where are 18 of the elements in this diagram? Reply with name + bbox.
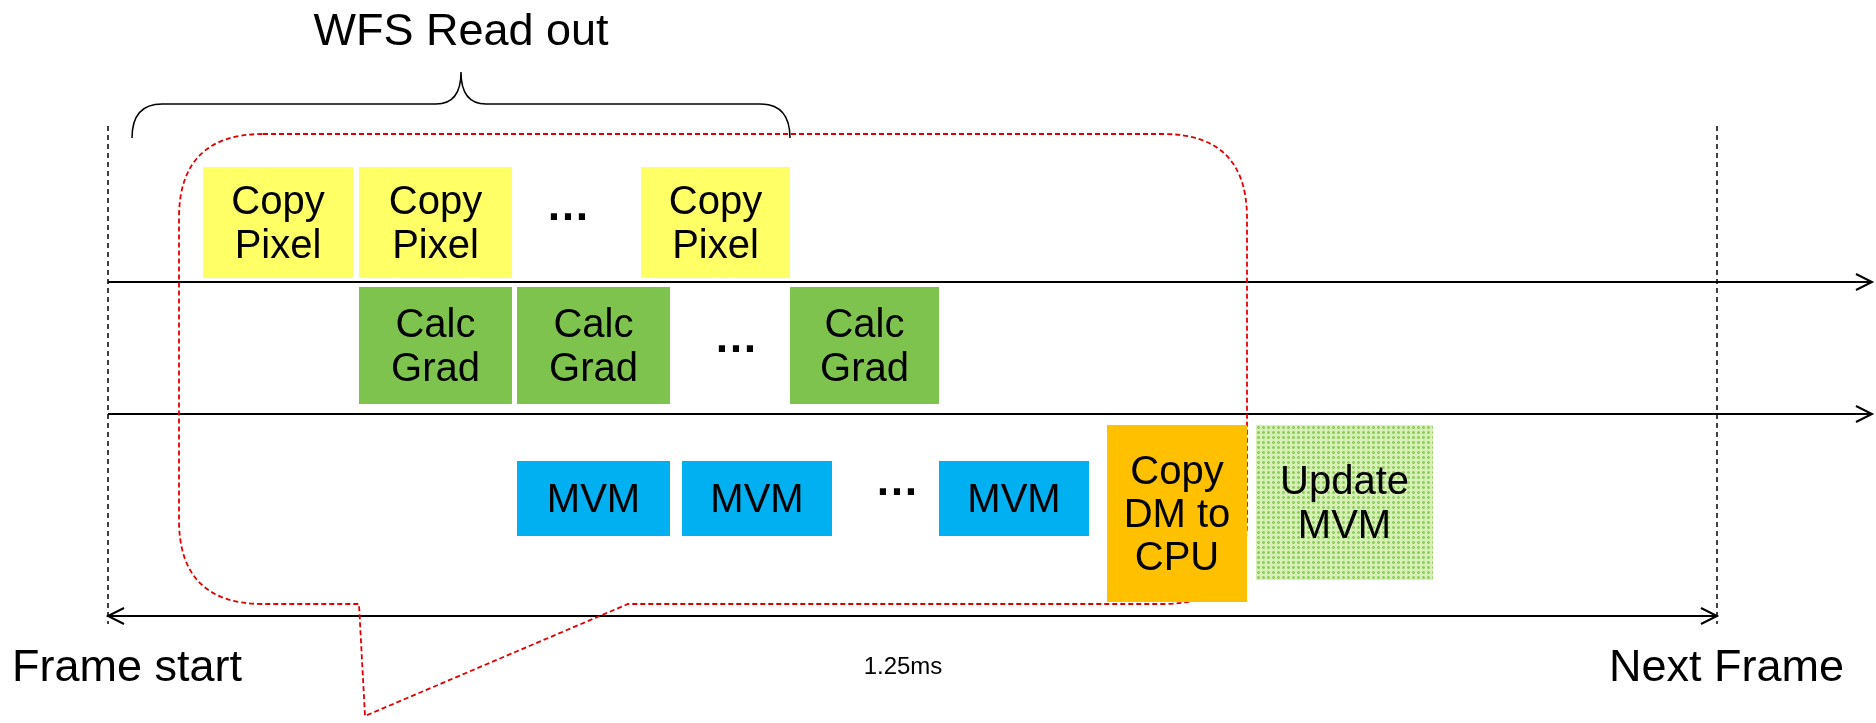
frame-start-label: Frame start	[12, 640, 243, 692]
mvm-task: MVM	[939, 461, 1089, 536]
ellipsis: …	[714, 312, 758, 362]
calc-grad-task: Calc Grad	[517, 287, 670, 404]
update-mvm-task: Update MVM	[1256, 425, 1433, 580]
mvm-task: MVM	[682, 461, 832, 536]
ellipsis: …	[546, 180, 590, 230]
calc-grad-task: Calc Grad	[359, 287, 512, 404]
wfs-read-out-title: WFS Read out	[313, 4, 609, 56]
mvm-task: MVM	[517, 461, 670, 536]
copy-pixel-task: Copy Pixel	[641, 167, 790, 278]
copy-dm-task: Copy DM to CPU	[1107, 425, 1247, 602]
ellipsis: …	[875, 455, 919, 505]
calc-grad-task: Calc Grad	[790, 287, 939, 404]
next-frame-label: Next Frame	[1609, 640, 1845, 692]
copy-pixel-task: Copy Pixel	[359, 167, 512, 278]
duration-label: 1.25ms	[863, 652, 943, 680]
copy-pixel-task: Copy Pixel	[203, 167, 353, 278]
